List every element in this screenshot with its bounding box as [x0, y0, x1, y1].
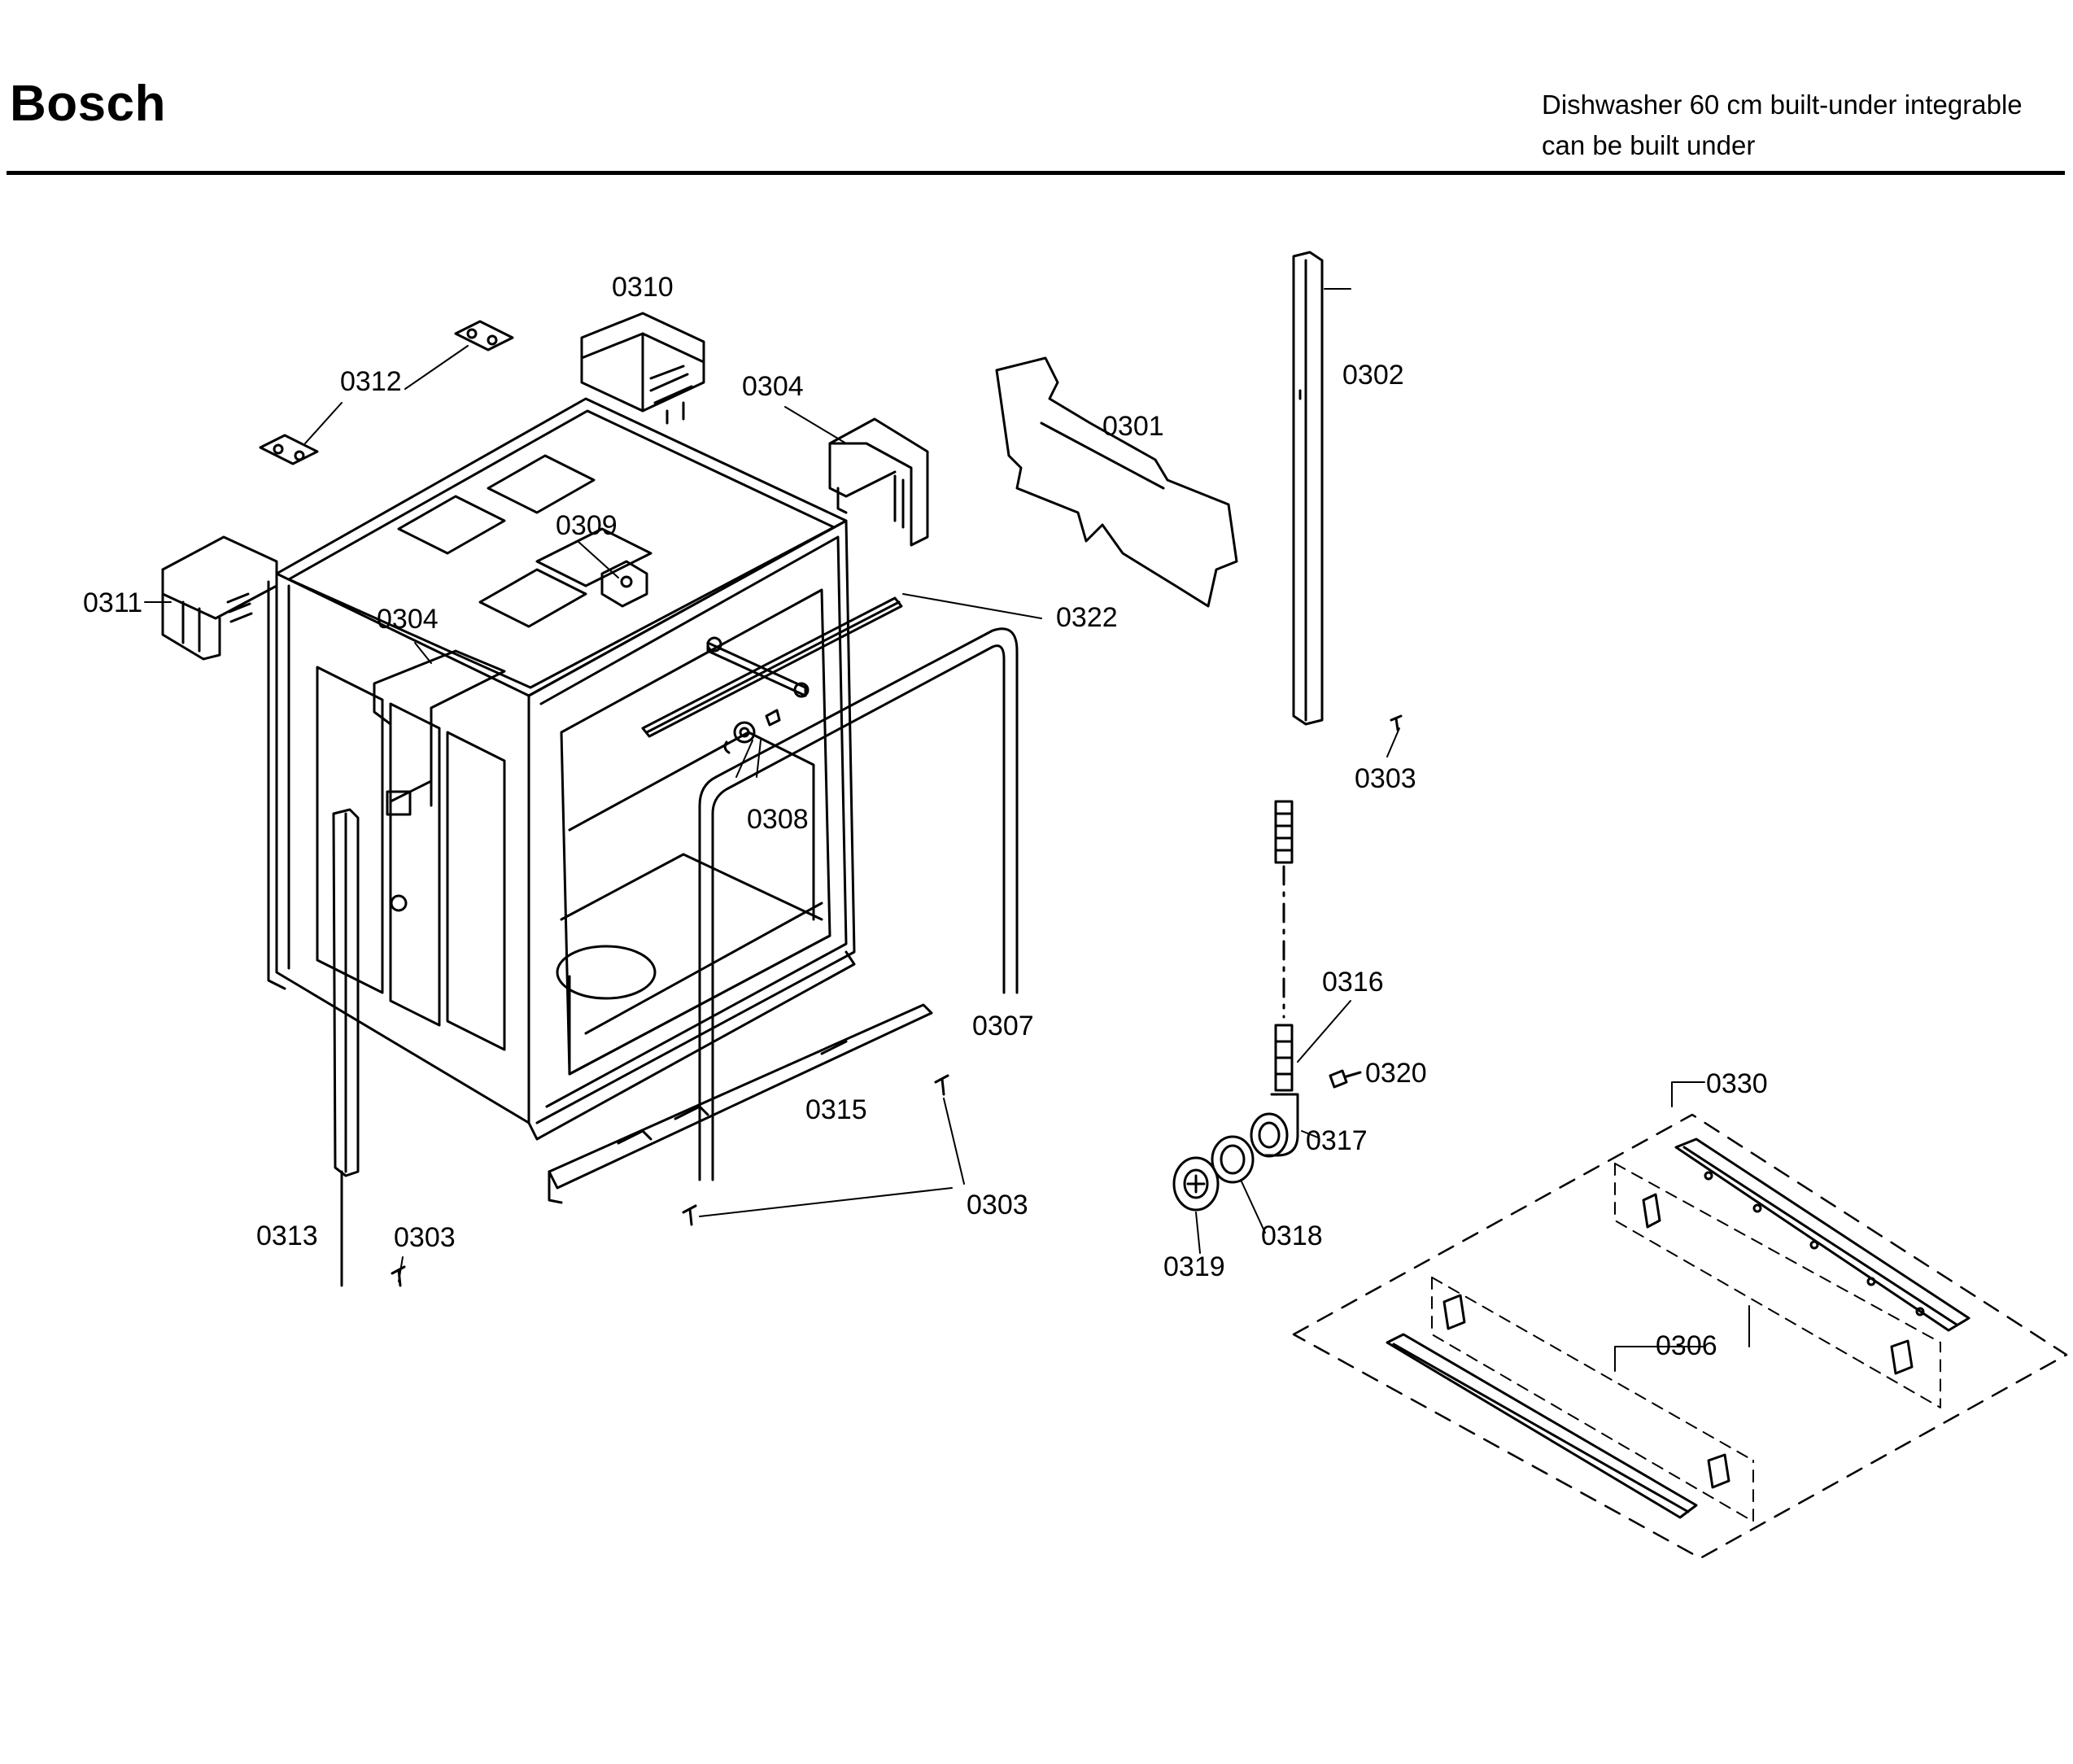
part-0304-upper-bracket	[828, 417, 929, 547]
label-0304-lower: 0304	[377, 604, 439, 635]
leader-lines	[144, 288, 1750, 1372]
part-0313-trim	[332, 808, 360, 1287]
part-0301-insulation	[995, 356, 1238, 608]
part-0312-clips	[259, 320, 514, 465]
label-0303-bottom: 0303	[394, 1222, 456, 1253]
label-0302: 0302	[1342, 360, 1404, 391]
diagram-subtitle: Dishwasher 60 cm built-under integrable …	[1542, 85, 2023, 166]
subtitle-line-2: can be built under	[1542, 130, 1756, 160]
header-rule	[7, 171, 2065, 175]
label-0310: 0310	[612, 272, 674, 303]
part-0317-elbow	[1250, 1093, 1299, 1158]
label-0320: 0320	[1365, 1058, 1427, 1089]
label-0322: 0322	[1056, 602, 1118, 633]
part-labels: 0310 0312 0304 0301 0302 0309 0311 0304 …	[83, 272, 1768, 1361]
label-0312: 0312	[340, 366, 402, 397]
label-0309: 0309	[556, 510, 618, 541]
label-0306: 0306	[1656, 1330, 1717, 1361]
part-0302-trim	[1292, 251, 1324, 726]
label-0308: 0308	[747, 804, 809, 835]
label-0311: 0311	[83, 587, 142, 618]
label-0301: 0301	[1102, 411, 1164, 442]
part-0307-door-gasket	[698, 627, 1019, 1181]
label-0316: 0316	[1322, 967, 1384, 998]
label-0315: 0315	[805, 1094, 867, 1125]
part-0322-rail	[641, 596, 903, 738]
part-0316-hose	[1274, 800, 1294, 1092]
label-0319: 0319	[1163, 1251, 1225, 1282]
label-0304-upper: 0304	[742, 371, 804, 402]
part-0315-kickplate	[548, 1003, 933, 1204]
part-0304-lower-bracket	[373, 649, 506, 807]
part-0320-screw	[1329, 1069, 1362, 1089]
part-0318-nut	[1211, 1135, 1255, 1184]
label-0303-top: 0303	[1355, 763, 1416, 794]
label-0303-mid: 0303	[967, 1190, 1028, 1220]
part-0309-part	[600, 560, 648, 608]
part-0308-rings	[723, 709, 781, 754]
label-0318: 0318	[1261, 1220, 1323, 1251]
label-0313: 0313	[256, 1220, 318, 1251]
part-0330-mounting-kit	[1292, 1113, 2068, 1560]
part-0310-bracket	[580, 312, 705, 425]
brand-title: Bosch	[10, 76, 166, 132]
part-0319-cap	[1172, 1156, 1220, 1212]
label-0317: 0317	[1306, 1125, 1368, 1156]
subtitle-line-1: Dishwasher 60 cm built-under integrable	[1542, 90, 2023, 120]
label-0330: 0330	[1706, 1068, 1768, 1099]
part-0311-bracket	[161, 535, 278, 661]
label-0307: 0307	[972, 1011, 1034, 1041]
